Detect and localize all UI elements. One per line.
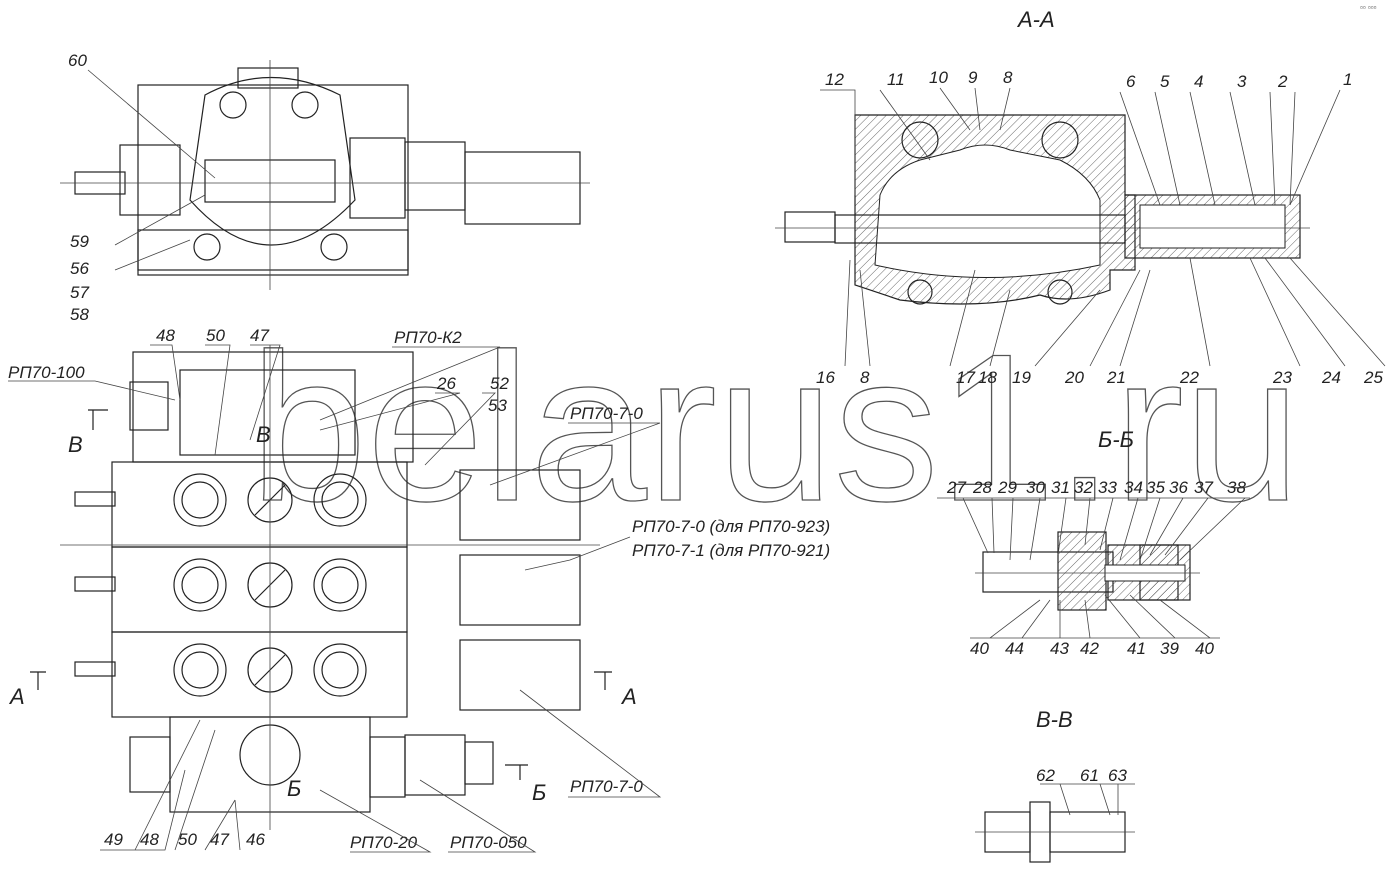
aa-label-1: 1 [1343, 70, 1352, 89]
label-rp70-7-1-921: РП70-7-1 (для РП70-921) [632, 541, 830, 560]
bb-label-41: 41 [1127, 639, 1146, 658]
label-rp70-7-0-top: РП70-7-0 [570, 404, 643, 423]
aa-label-4: 4 [1194, 72, 1203, 91]
top-view [60, 60, 590, 290]
bb-label-28: 28 [972, 478, 992, 497]
front-view-labels: РП70-100 48 50 47 РП70-К2 26 52 53 РП70-… [8, 326, 830, 853]
aa-label-5: 5 [1160, 72, 1170, 91]
section-vv-title: В-В [1036, 707, 1073, 732]
front-label-48b: 48 [140, 830, 159, 849]
front-label-53: 53 [488, 396, 507, 415]
section-bb-labels: 27 28 29 30 31 32 33 34 35 36 37 38 40 4… [937, 478, 1250, 658]
aa-label-24: 24 [1321, 368, 1341, 387]
label-56: 56 [70, 259, 89, 278]
label-57: 57 [70, 283, 89, 302]
section-aa [775, 114, 1310, 305]
aa-label-21: 21 [1106, 368, 1126, 387]
bb-label-34: 34 [1124, 478, 1143, 497]
bb-label-37: 37 [1194, 478, 1213, 497]
aa-label-25: 25 [1363, 368, 1383, 387]
aa-label-20: 20 [1064, 368, 1084, 387]
aa-label-19: 19 [1012, 368, 1031, 387]
bb-label-27: 27 [946, 478, 966, 497]
front-label-46: 46 [246, 830, 265, 849]
bb-label-30: 30 [1026, 478, 1045, 497]
aa-label-17: 17 [956, 368, 975, 387]
bb-label-40b: 40 [1195, 639, 1214, 658]
marker-b-right: Б [532, 780, 546, 805]
marker-a-right: А [620, 684, 637, 709]
label-rp70-20: РП70-20 [350, 833, 418, 852]
bb-label-35: 35 [1146, 478, 1165, 497]
aa-label-16: 16 [816, 368, 835, 387]
bb-label-40a: 40 [970, 639, 989, 658]
front-label-47: 47 [250, 326, 269, 345]
bb-label-42: 42 [1080, 639, 1099, 658]
marker-v-mid: В [256, 422, 271, 447]
marker-v-left: В [68, 432, 83, 457]
bb-label-38: 38 [1227, 478, 1246, 497]
front-view [30, 345, 612, 830]
bb-label-32: 32 [1074, 478, 1093, 497]
aa-label-11: 11 [887, 70, 905, 89]
marker-b-mid: Б [287, 776, 301, 801]
label-rp70-k2: РП70-К2 [394, 328, 462, 347]
front-label-52: 52 [490, 374, 509, 393]
front-label-47b: 47 [210, 830, 229, 849]
aa-label-18: 18 [978, 368, 997, 387]
bb-label-33: 33 [1098, 478, 1117, 497]
aa-label-9: 9 [968, 68, 978, 87]
marker-a-left: А [8, 684, 25, 709]
aa-label-22: 22 [1179, 368, 1199, 387]
aa-label-12: 12 [825, 70, 844, 89]
aa-label-8: 8 [1003, 68, 1013, 87]
section-vv [975, 783, 1135, 863]
aa-label-23: 23 [1272, 368, 1292, 387]
label-rp70-7-0-923: РП70-7-0 (для РП70-923) [632, 517, 830, 536]
section-aa-title: А-А [1016, 7, 1055, 32]
corner-mark: ▫▫ ▫▫▫ [1360, 3, 1377, 12]
aa-label-2: 2 [1277, 72, 1288, 91]
bb-label-44: 44 [1005, 639, 1024, 658]
label-rp70-7-0-bottom: РП70-7-0 [570, 777, 643, 796]
bb-label-36: 36 [1169, 478, 1188, 497]
aa-label-6: 6 [1126, 72, 1136, 91]
label-rp70-100: РП70-100 [8, 363, 85, 382]
section-bb-title: Б-Б [1098, 427, 1134, 452]
label-58: 58 [70, 305, 89, 324]
aa-label-8b: 8 [860, 368, 870, 387]
vv-label-61: 61 [1080, 766, 1099, 785]
front-label-26: 26 [436, 374, 456, 393]
section-aa-labels: 12 11 10 9 8 6 5 4 3 2 1 16 8 17 18 19 2… [816, 68, 1386, 387]
bb-label-31: 31 [1051, 478, 1070, 497]
bb-label-29: 29 [997, 478, 1017, 497]
label-60: 60 [68, 51, 87, 70]
bb-label-39: 39 [1160, 639, 1179, 658]
label-59: 59 [70, 232, 89, 251]
aa-label-10: 10 [929, 68, 948, 87]
front-label-50b: 50 [178, 830, 197, 849]
bb-label-43: 43 [1050, 639, 1069, 658]
front-label-49: 49 [104, 830, 123, 849]
watermark: belarus1.ru [250, 310, 1301, 545]
aa-label-3: 3 [1237, 72, 1247, 91]
vv-label-63: 63 [1108, 766, 1127, 785]
front-label-48: 48 [156, 326, 175, 345]
section-bb [975, 531, 1200, 611]
vv-label-62: 62 [1036, 766, 1055, 785]
front-label-50: 50 [206, 326, 225, 345]
label-rp70-050: РП70-050 [450, 833, 527, 852]
